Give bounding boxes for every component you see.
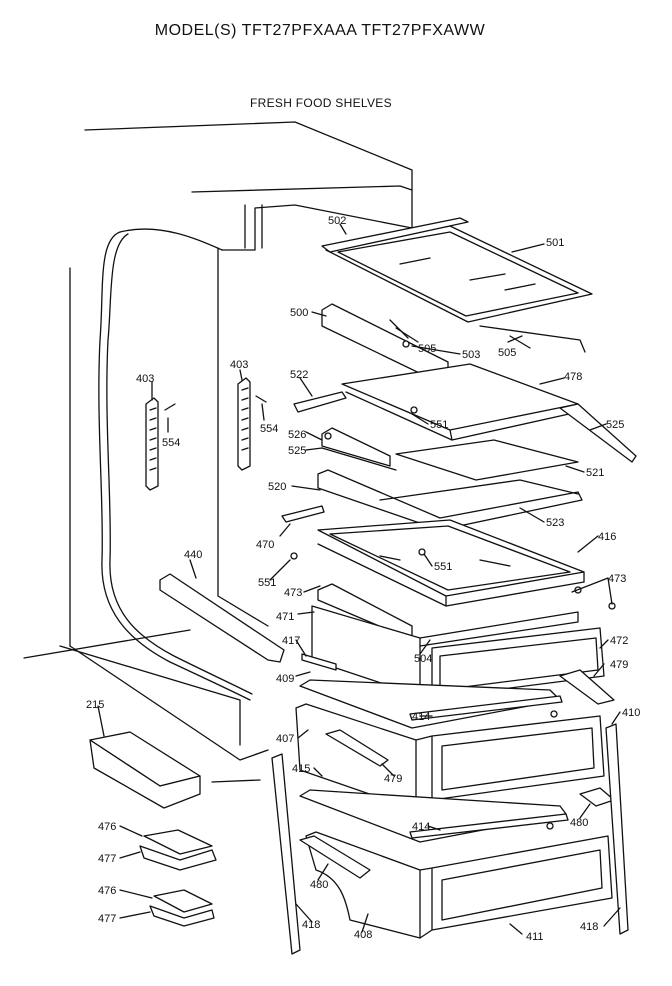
label-505-right: 505 <box>498 347 516 359</box>
label-501: 501 <box>546 237 564 249</box>
rail-479-left <box>325 729 389 767</box>
label-476-upper: 476 <box>98 821 116 833</box>
shelf-523 <box>317 469 583 531</box>
section-title: FRESH FOOD SHELVES <box>250 96 392 110</box>
label-520: 520 <box>268 481 286 493</box>
shelf-478 <box>341 363 579 441</box>
rail-479-right <box>559 669 615 705</box>
label-410: 410 <box>622 707 640 719</box>
tray-476-477-lower <box>149 889 215 927</box>
label-472: 472 <box>610 635 628 647</box>
label-479-left: 479 <box>384 773 402 785</box>
label-415: 415 <box>292 763 310 775</box>
shelf-416 <box>317 519 585 607</box>
label-551-top: 551 <box>430 419 448 431</box>
label-408: 408 <box>354 929 372 941</box>
label-500: 500 <box>290 307 308 319</box>
rail-480-left <box>299 835 371 879</box>
label-473-right: 473 <box>608 573 626 585</box>
label-418-left: 418 <box>302 919 320 931</box>
model-title: MODEL(S) TFT27PFXAAA TFT27PFXAWW <box>154 22 486 39</box>
fasteners <box>290 340 616 830</box>
label-403-right: 403 <box>230 359 248 371</box>
side-rail-418-right <box>605 723 629 935</box>
tray-476-477-upper <box>139 829 217 871</box>
label-476-lower: 476 <box>98 885 116 897</box>
label-526: 526 <box>288 429 306 441</box>
cabinet-outline <box>23 121 413 783</box>
rail-470 <box>281 505 325 523</box>
label-503: 503 <box>462 349 480 361</box>
label-502: 502 <box>328 215 346 227</box>
rail-522 <box>293 391 347 413</box>
label-403-left: 403 <box>136 373 154 385</box>
label-473-left: 473 <box>284 587 302 599</box>
label-554-left: 554 <box>162 437 180 449</box>
part-labels: 502 501 500 505 503 505 403 403 554 554 … <box>86 215 640 943</box>
label-479-right: 479 <box>610 659 628 671</box>
door-gasket <box>98 228 253 701</box>
label-414-upper: 414 <box>412 711 430 723</box>
label-551-mid: 551 <box>434 561 452 573</box>
label-215: 215 <box>86 699 104 711</box>
trim-502 <box>321 217 469 253</box>
label-480-right: 480 <box>570 817 588 829</box>
shelf-ladder-403-right <box>237 377 267 471</box>
label-477-upper: 477 <box>98 853 116 865</box>
glass-521 <box>395 439 579 481</box>
label-417: 417 <box>282 635 300 647</box>
label-414-lower: 414 <box>412 821 430 833</box>
label-521: 521 <box>586 467 604 479</box>
cover-414-lower <box>299 789 569 843</box>
label-523: 523 <box>546 517 564 529</box>
rail-480-right <box>579 787 615 807</box>
frame-526-525 <box>321 427 397 471</box>
label-418-right: 418 <box>580 921 598 933</box>
label-551-left: 551 <box>258 577 276 589</box>
pan-cover-440 <box>159 573 285 663</box>
label-525-left: 525 <box>288 445 306 457</box>
leader-lines <box>97 223 621 935</box>
label-416: 416 <box>598 531 616 543</box>
label-478: 478 <box>564 371 582 383</box>
label-471: 471 <box>276 611 294 623</box>
label-409: 409 <box>276 673 294 685</box>
label-480-left: 480 <box>310 879 328 891</box>
side-rail-418-left <box>271 753 301 955</box>
label-477-lower: 477 <box>98 913 116 925</box>
rail-417 <box>301 653 337 671</box>
rail-525-right <box>559 403 637 463</box>
label-525-right: 525 <box>606 419 624 431</box>
label-440: 440 <box>184 549 202 561</box>
label-522: 522 <box>290 369 308 381</box>
label-554-right: 554 <box>260 423 278 435</box>
drawer-407 <box>295 703 605 811</box>
bin-215 <box>89 731 201 809</box>
label-470: 470 <box>256 539 274 551</box>
shelf-ladder-403-left <box>145 397 176 491</box>
label-407: 407 <box>276 733 294 745</box>
cover-415 <box>299 679 561 729</box>
label-505-left: 505 <box>418 343 436 355</box>
drawer-408 <box>305 831 613 939</box>
rail-414-upper <box>409 695 563 721</box>
label-411: 411 <box>526 931 544 943</box>
drawer-472 <box>431 627 605 699</box>
label-504: 504 <box>414 653 432 665</box>
